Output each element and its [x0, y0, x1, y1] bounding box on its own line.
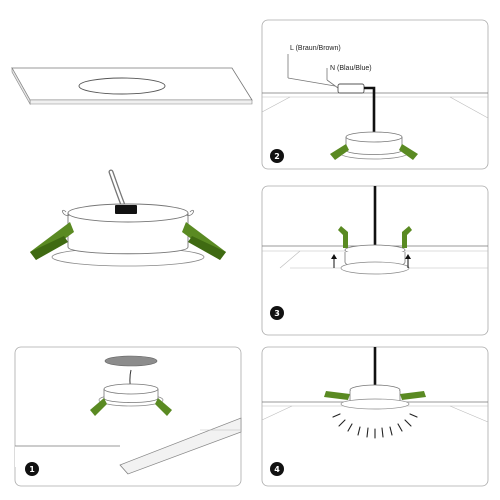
step-3-badge	[270, 306, 284, 320]
overview-ceiling-panel	[11, 66, 253, 106]
step-2-panel: L (Braun/Brown) N (Blau/Blue) 2	[261, 19, 489, 170]
wire-neutral-label: N (Blau/Blue)	[330, 65, 372, 72]
svg-text:1: 1	[29, 465, 35, 474]
step-4-badge	[270, 462, 284, 476]
up-arrow-icon	[331, 254, 337, 268]
wire-live-label: L (Braun/Brown)	[290, 45, 341, 52]
step-1-badge	[25, 462, 39, 476]
svg-text:3: 3	[274, 309, 280, 318]
light-rays-icon	[332, 413, 418, 439]
connector-block	[337, 83, 365, 94]
step-2-badge	[270, 149, 284, 163]
terminal-block	[115, 205, 137, 214]
step-1-panel: 1	[14, 346, 242, 487]
step-4-panel: 4	[261, 346, 489, 487]
ceiling-cutout-hole	[78, 77, 166, 95]
svg-text:4: 4	[274, 465, 280, 474]
up-arrow-icon	[405, 254, 411, 268]
svg-text:2: 2	[274, 152, 280, 161]
cutout-disc	[104, 355, 158, 367]
step-3-panel: 3	[261, 185, 489, 336]
overview-downlight	[30, 169, 226, 267]
